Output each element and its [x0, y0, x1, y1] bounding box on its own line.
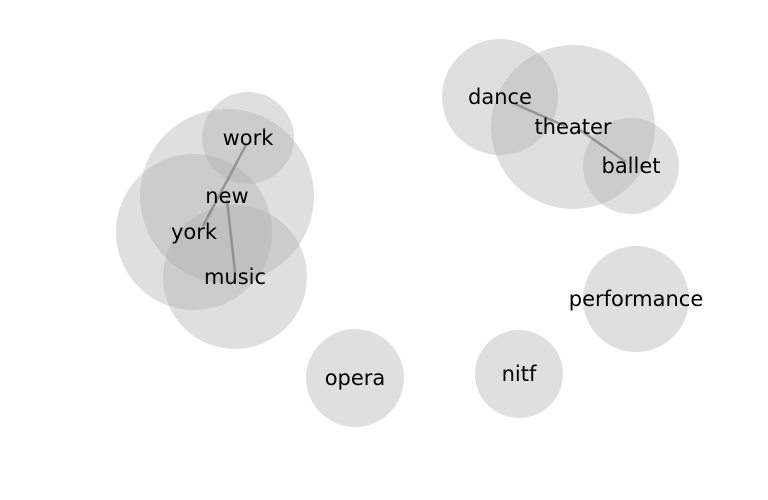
node-circle-nitf	[475, 330, 563, 418]
node-circle-york	[116, 154, 272, 310]
edge-dance-theater	[514, 102, 566, 128]
edge-work-york	[201, 144, 248, 227]
node-label-music: music	[204, 265, 266, 289]
node-circle-music	[163, 205, 307, 349]
edge-theater-ballet	[579, 128, 627, 164]
node-circle-performance	[583, 246, 689, 352]
node-label-new: new	[205, 184, 248, 208]
node-circle-opera	[306, 329, 404, 427]
node-label-performance: performance	[569, 287, 704, 311]
node-circle-work	[202, 92, 294, 184]
node-circle-theater	[491, 45, 655, 209]
node-label-nitf: nitf	[502, 362, 537, 386]
node-circle-ballet	[583, 118, 679, 214]
node-label-work: work	[223, 126, 275, 150]
node-circle-new	[140, 109, 314, 283]
edge-new-music	[225, 199, 237, 273]
node-label-ballet: ballet	[601, 154, 660, 178]
node-label-dance: dance	[468, 85, 532, 109]
node-label-opera: opera	[325, 366, 386, 390]
node-circle-dance	[442, 39, 558, 155]
node-label-theater: theater	[534, 115, 611, 139]
node-label-york: york	[171, 220, 218, 244]
